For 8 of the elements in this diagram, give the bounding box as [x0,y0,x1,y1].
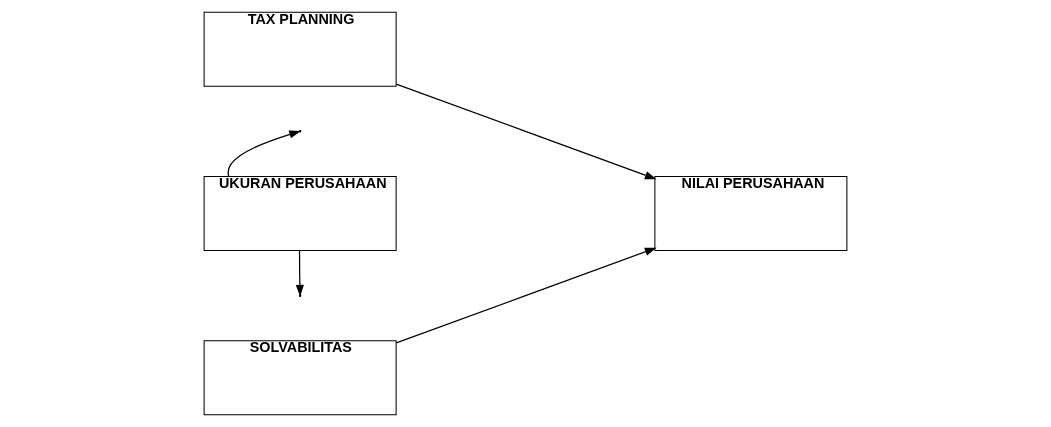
arrow [395,247,657,344]
node-box: UKURAN PERUSAHAAN [203,176,397,251]
arrow [227,130,301,177]
node-box: SOLVABILITAS [203,340,397,416]
arrow [395,83,657,180]
node-box: NILAI PERUSAHAAN [654,176,848,251]
arrow [295,250,304,297]
node-box: TAX PLANNING [203,11,397,87]
